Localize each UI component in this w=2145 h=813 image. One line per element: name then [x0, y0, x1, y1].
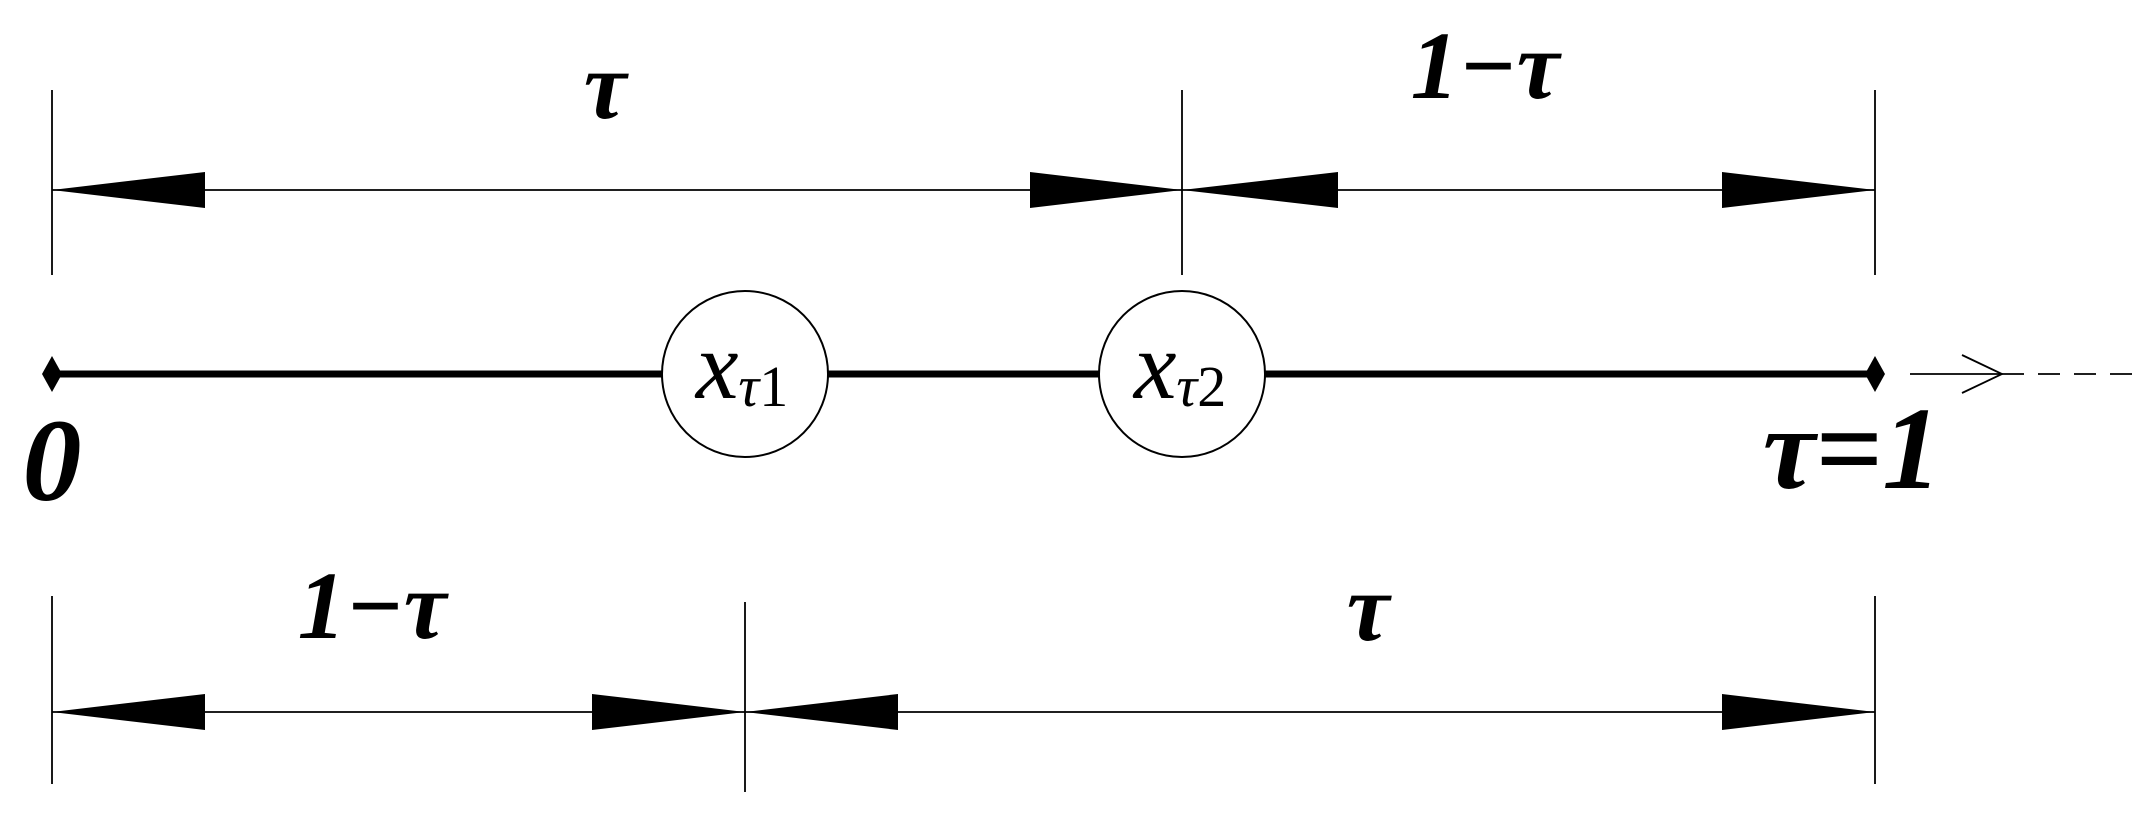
bottom-one-minus-tau-label: 1−τ [298, 552, 450, 659]
node-1-subscript-index: 1 [759, 354, 788, 419]
bottom-one-minus-tau-left-arrowhead [52, 694, 205, 730]
bottom-tau-label: τ [1347, 554, 1393, 661]
node-2-circle [1098, 290, 1266, 458]
quantile-node-2: xτ2 [1098, 290, 1266, 458]
top-dimension-group: τ 1−τ [51, 12, 1876, 275]
axis-end-label: τ=1 [1763, 383, 1942, 514]
top-tau-label: τ [584, 32, 630, 139]
axis-end-marker [1865, 356, 1885, 392]
node-2-symbol: x [1132, 312, 1177, 419]
bottom-tau-left-arrowhead [745, 694, 898, 730]
top-tau-right-arrowhead [1030, 172, 1182, 208]
bottom-dimension-group: 1−τ τ [51, 552, 1876, 792]
bottom-tau-right-arrowhead [1722, 694, 1875, 730]
node-2-subscript-var: τ [1176, 354, 1199, 419]
top-one-minus-tau-left-arrowhead [1182, 172, 1338, 208]
top-one-minus-tau-right-arrowhead [1722, 172, 1875, 208]
top-tau-left-arrowhead [52, 172, 205, 208]
node-1-label: xτ1 [694, 312, 788, 419]
node-1-circle [661, 290, 829, 458]
axis-start-label: 0 [23, 395, 82, 526]
node-1-symbol: x [694, 312, 739, 419]
node-1-subscript-var: τ [738, 354, 761, 419]
node-2-subscript-index: 2 [1197, 354, 1226, 419]
top-one-minus-tau-label: 1−τ [1411, 12, 1563, 119]
node-2-label: xτ2 [1132, 312, 1226, 419]
main-axis-group: 0 τ=1 [23, 354, 2145, 526]
quantile-node-1: xτ1 [661, 290, 829, 458]
axis-start-marker [42, 356, 62, 392]
bottom-one-minus-tau-right-arrowhead [592, 694, 745, 730]
